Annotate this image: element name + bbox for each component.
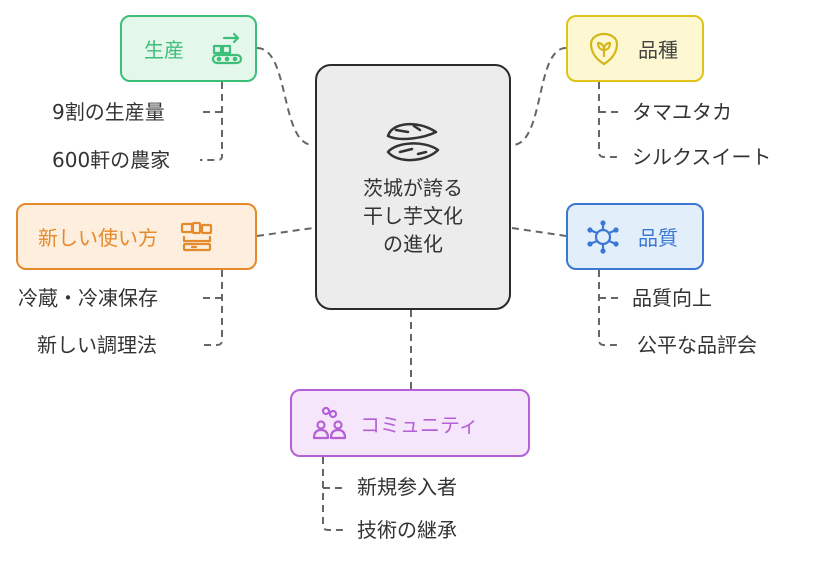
node-variety[interactable]: 品種 bbox=[566, 15, 704, 82]
node-variety-label: 品種 bbox=[638, 38, 678, 62]
community-item-1: 新規参入者 bbox=[357, 475, 457, 499]
node-quality-label: 品質 bbox=[638, 226, 678, 250]
leaf-badge-icon bbox=[588, 32, 620, 66]
production-item-2: 600軒の農家 bbox=[52, 148, 171, 172]
people-icon bbox=[312, 405, 348, 441]
sweet-potato-icon bbox=[386, 123, 440, 162]
connector-production bbox=[256, 47, 314, 146]
new-use-item-1: 冷蔵・冷凍保存 bbox=[18, 286, 158, 310]
variety-item-2: シルクスイート bbox=[632, 145, 772, 169]
connector-quality bbox=[511, 227, 567, 237]
node-community-label: コミュニティ bbox=[360, 412, 479, 437]
node-community[interactable]: コミュニティ bbox=[290, 389, 530, 457]
connector-community-items bbox=[322, 457, 345, 531]
gear-network-icon bbox=[586, 219, 620, 254]
conveyor-icon bbox=[210, 32, 244, 66]
variety-item-1: タマユタカ bbox=[632, 100, 732, 124]
node-new-use-label: 新しい使い方 bbox=[38, 226, 158, 250]
community-item-2: 技術の継承 bbox=[357, 518, 457, 542]
center-topic[interactable]: 茨城が誇る 干し芋文化 の進化 bbox=[315, 64, 511, 310]
connector-new-use-items bbox=[200, 270, 223, 346]
connector-variety-items bbox=[598, 82, 620, 158]
new-use-item-2: 新しい調理法 bbox=[37, 333, 157, 357]
connector-new-use bbox=[256, 227, 314, 237]
connector-variety bbox=[511, 47, 567, 146]
connector-quality-items bbox=[598, 270, 620, 346]
center-title-line1: 茨城が誇る bbox=[363, 176, 463, 200]
devices-icon bbox=[180, 221, 214, 253]
connector-production-items bbox=[200, 82, 223, 161]
quality-item-1: 品質向上 bbox=[632, 286, 712, 310]
node-new-use[interactable]: 新しい使い方 bbox=[16, 203, 257, 270]
node-production[interactable]: 生産 bbox=[120, 15, 257, 82]
node-production-label: 生産 bbox=[144, 38, 184, 62]
production-item-1: 9割の生産量 bbox=[52, 100, 165, 124]
node-quality[interactable]: 品質 bbox=[566, 203, 704, 270]
center-title-line2: 干し芋文化 bbox=[363, 204, 463, 228]
center-title-line3: の進化 bbox=[383, 232, 443, 256]
quality-item-2: 公平な品評会 bbox=[637, 333, 757, 357]
